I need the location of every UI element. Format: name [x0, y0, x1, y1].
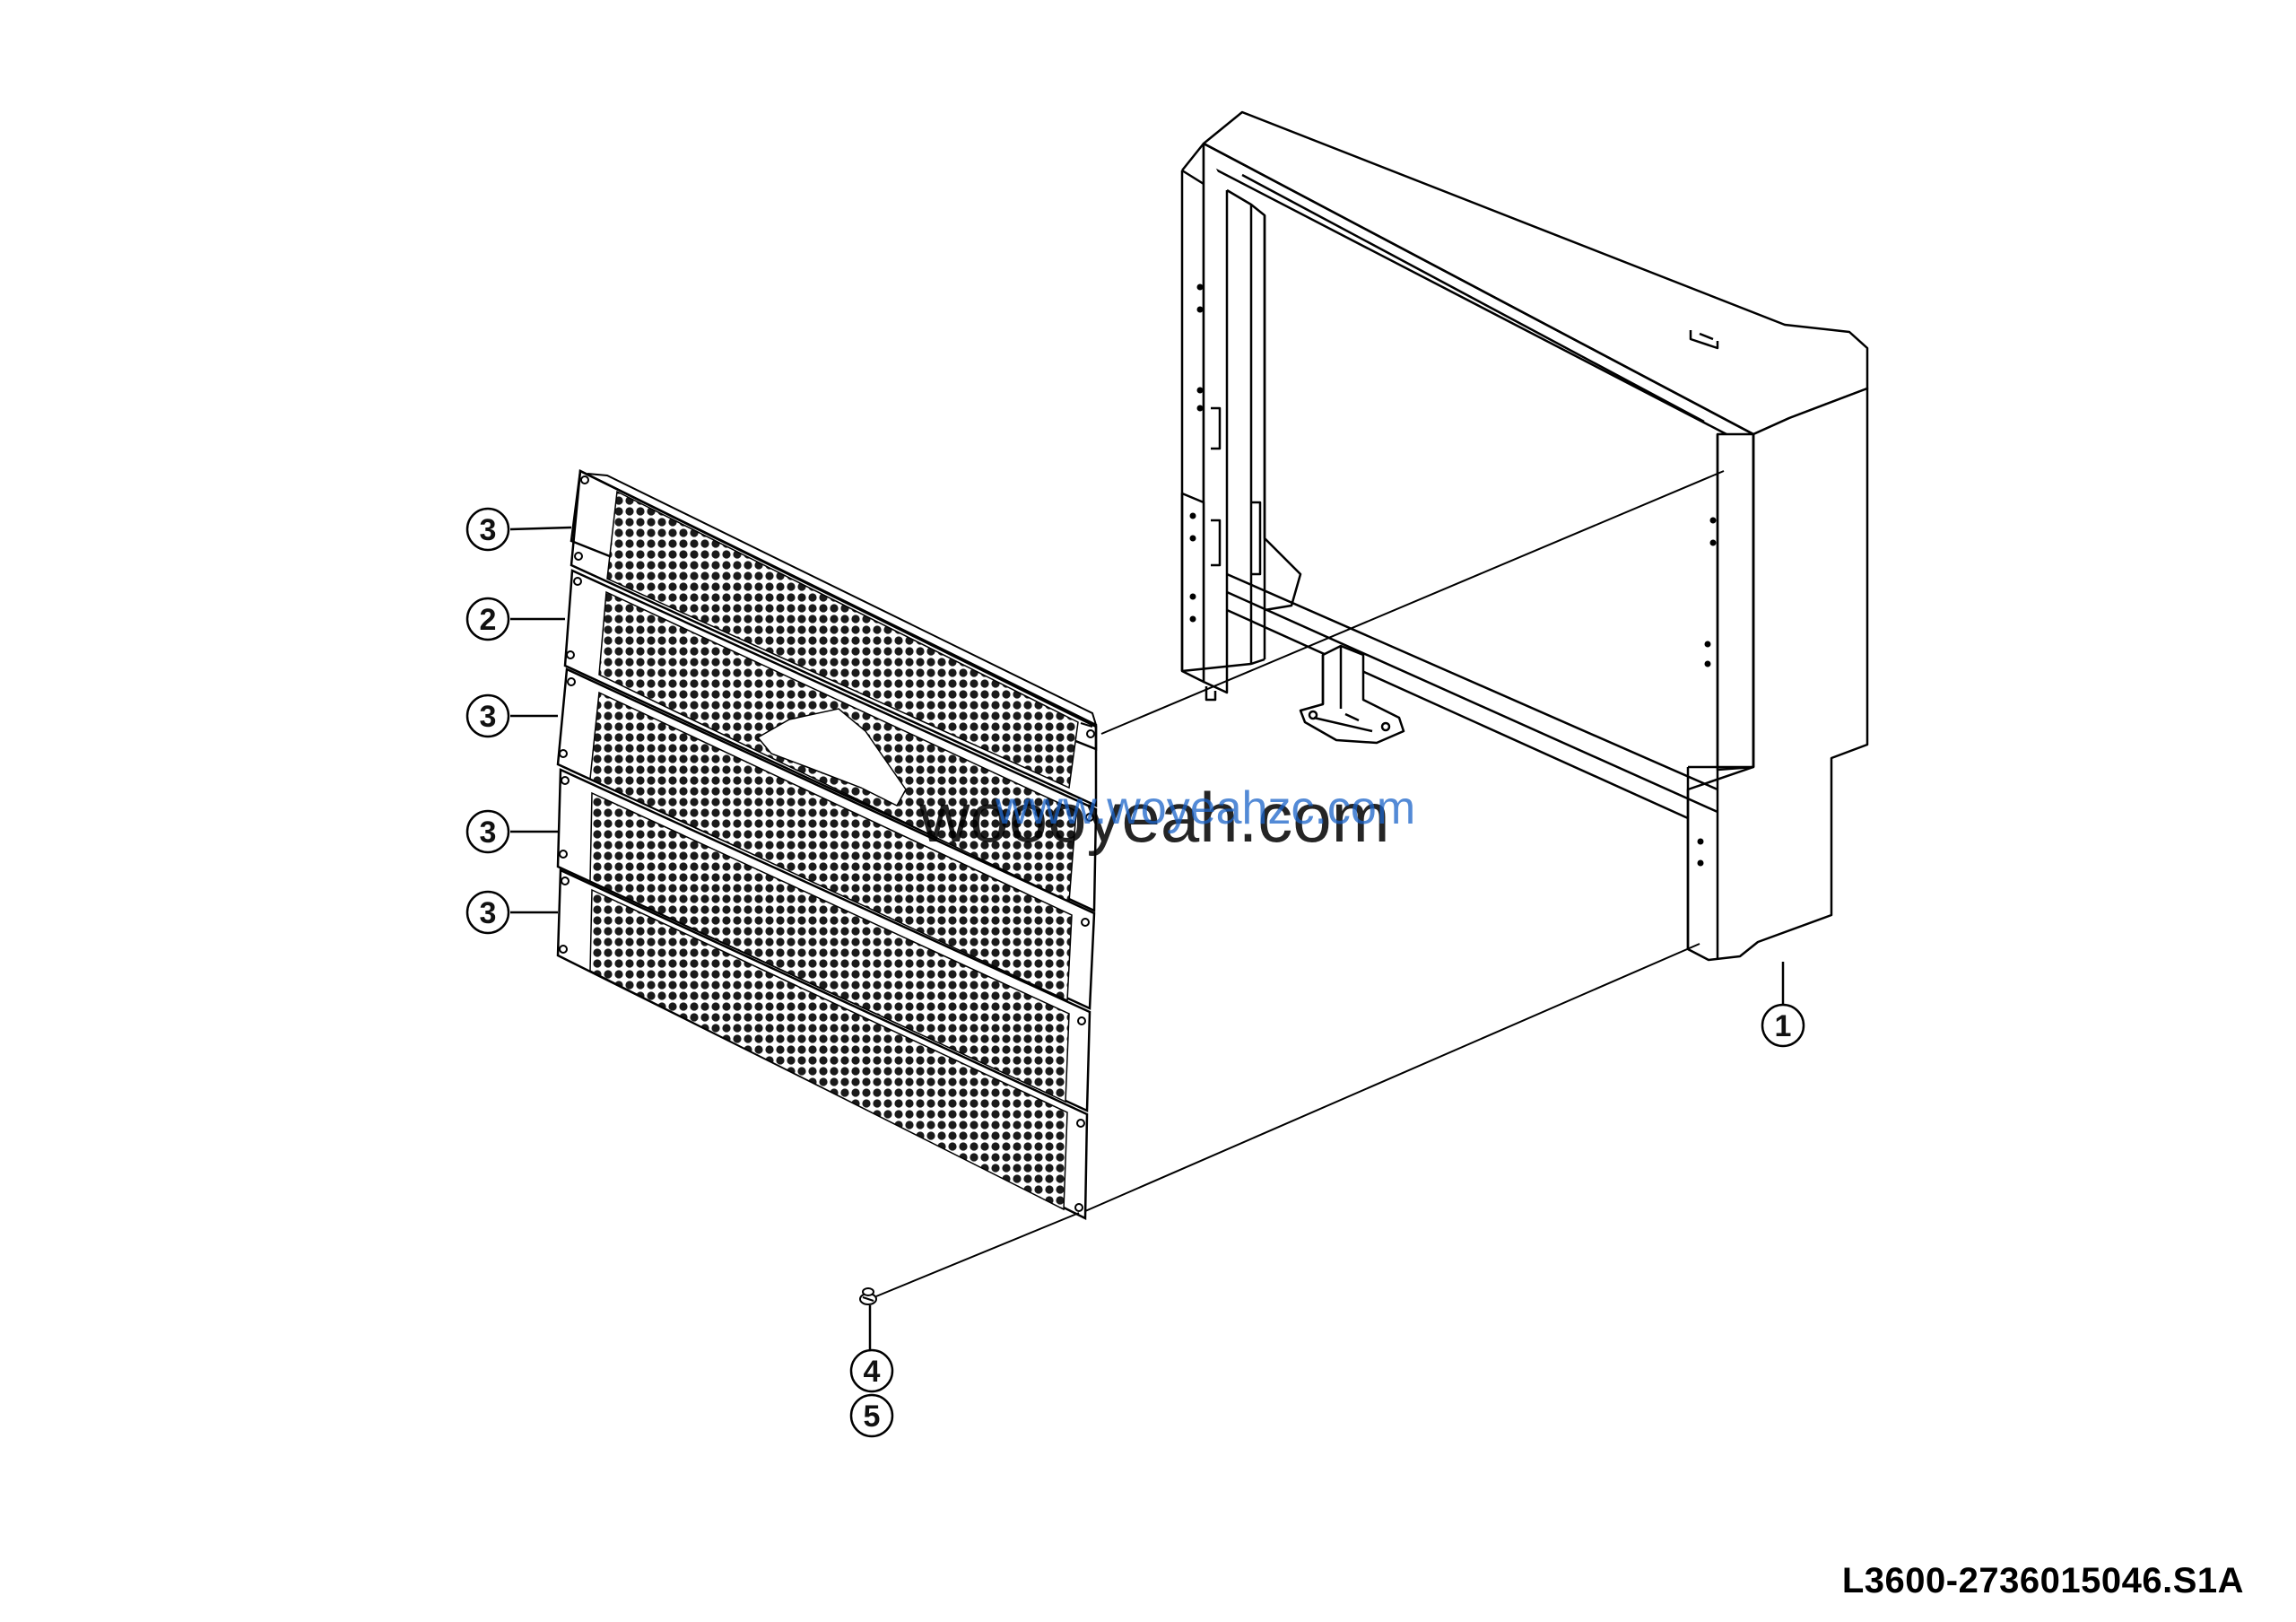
callout-item-3d: 3 [465, 890, 558, 935]
svg-text:3: 3 [480, 700, 497, 734]
svg-text:3: 3 [480, 896, 497, 930]
svg-text:4: 4 [864, 1355, 881, 1389]
callout-item-3c: 3 [465, 809, 558, 854]
callout-item-3a: 3 [465, 507, 572, 552]
svg-text:3: 3 [480, 513, 497, 547]
callout-item-1: 1 [1761, 962, 1805, 1048]
svg-text:2: 2 [480, 603, 497, 637]
grille-panel-bottom [556, 868, 1089, 1221]
callout-item-3b: 3 [465, 693, 558, 738]
assembly-lines [875, 470, 1725, 1297]
svg-text:1: 1 [1775, 1009, 1792, 1043]
drawing-code: L3600-2736015046.S1A [1841, 1561, 2244, 1600]
watermark: woooyeah.com www.woyeahzc.com [918, 778, 1415, 857]
radiator-guard-frame [1180, 110, 1869, 962]
svg-text:3: 3 [480, 815, 497, 850]
svg-text:5: 5 [864, 1400, 881, 1434]
watermark-secondary: www.woyeahzc.com [995, 782, 1415, 834]
callout-item-5: 5 [849, 1393, 894, 1438]
grille-panel-top [570, 469, 1098, 807]
logo-cutout [756, 708, 907, 807]
bolt-and-washer [859, 1287, 877, 1305]
callout-item-4: 4 [849, 1305, 894, 1393]
watermark-primary: woooyeah.com [918, 778, 1390, 857]
frame-bolt-holes [1189, 283, 1717, 867]
grille-panel-lower [556, 768, 1091, 1112]
callout-item-2: 2 [465, 597, 565, 641]
grille-panel-middle [556, 667, 1096, 1010]
